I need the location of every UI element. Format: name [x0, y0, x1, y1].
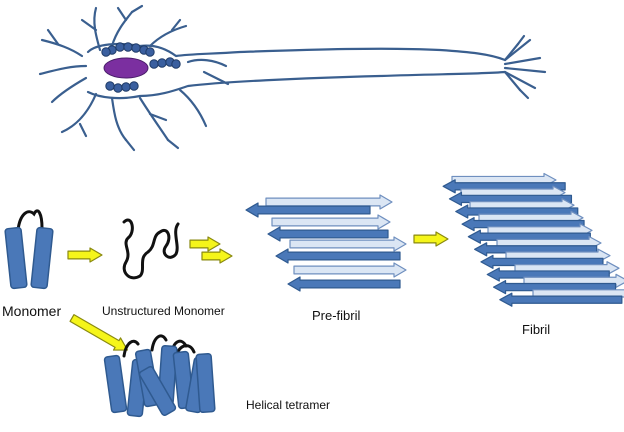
aggregate-dot: [113, 83, 123, 93]
nucleus-ellipse: [103, 57, 149, 79]
aggregate-dot: [101, 47, 111, 57]
aggregate-dot: [157, 58, 167, 68]
helical-tetramer: [103, 334, 216, 418]
fibril-label: Fibril: [522, 322, 551, 337]
strand: [245, 202, 371, 218]
aggregate-dot: [121, 82, 131, 92]
aggregate-dot: [115, 42, 125, 52]
arrow-to-unstructured: [67, 247, 103, 263]
pre-fibril-label: Pre-fibril: [312, 308, 361, 323]
helical-tetramer-label: Helical tetramer: [246, 398, 331, 412]
arrow-to-prefibril-lower: [201, 248, 233, 264]
unstructured-monomer-label: Unstructured Monomer: [102, 304, 225, 318]
helix-loop: [150, 334, 168, 352]
helix-cylinder: [195, 352, 216, 414]
aggregate-clusters: [101, 42, 181, 93]
pre-fibril-stack: [245, 194, 407, 292]
aggregate-dot: [171, 59, 181, 69]
aggregate-dot: [145, 47, 155, 57]
unstructured-squiggle: [122, 218, 180, 280]
strand: [275, 248, 401, 264]
arrow-to-tetramer: [69, 314, 129, 351]
monomer-helix-pair: [4, 209, 54, 290]
strand: [499, 292, 623, 307]
strand: [293, 262, 407, 278]
arrow-to-fibril: [413, 231, 449, 247]
aggregate-dot: [129, 81, 139, 91]
strand: [267, 226, 389, 242]
aggregate-dot: [123, 42, 133, 52]
arrow-to-prefibril-upper: [189, 236, 221, 252]
fibril-stack: [442, 172, 624, 307]
helix-cylinder: [138, 365, 177, 417]
aggregate-dot: [105, 81, 115, 91]
helix-loop: [122, 339, 140, 358]
neuron-illustration: [38, 4, 547, 152]
strand: [287, 276, 401, 292]
strand: [271, 214, 391, 230]
yellow-arrows: [67, 231, 449, 351]
arrow-to-tetramer-group: [69, 314, 129, 351]
aggregate-dot: [149, 59, 159, 69]
aggregate-dot: [131, 43, 141, 53]
monomer-label: Monomer: [2, 303, 62, 319]
helix-cylinder: [103, 354, 128, 414]
strand: [289, 236, 407, 252]
